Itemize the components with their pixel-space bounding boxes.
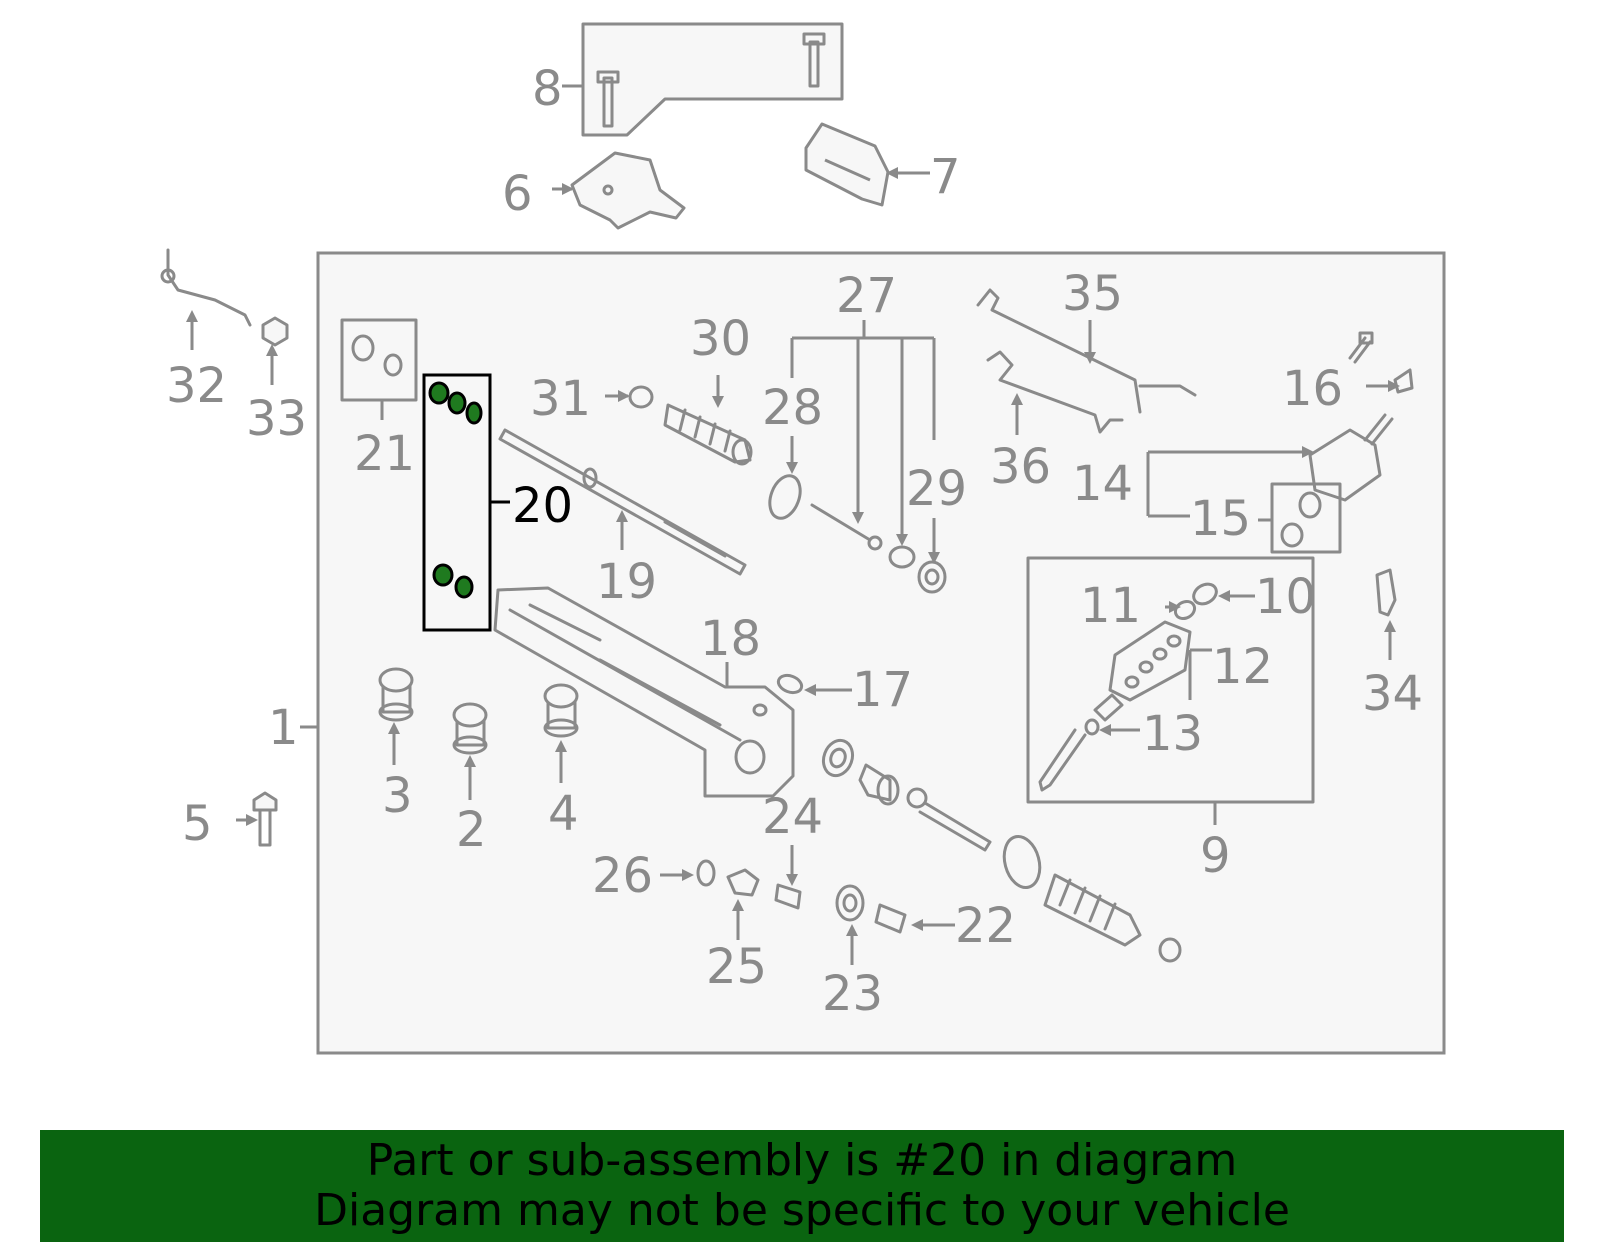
part-31-clamp <box>605 385 654 409</box>
part-17-o-ring <box>776 673 852 696</box>
part-26-o-ring <box>660 859 716 887</box>
part-6-bracket <box>552 151 686 230</box>
callout-10: 10 <box>1255 569 1316 625</box>
callout-29: 29 <box>906 461 967 517</box>
part-inner-tie-rod-group <box>821 738 1182 963</box>
callout-1: 1 <box>268 700 299 756</box>
callout-22: 22 <box>955 898 1016 954</box>
part-23-washer <box>835 884 865 965</box>
banner-line-1: Part or sub-assembly is #20 in diagram <box>366 1135 1238 1186</box>
part-28-ring <box>768 436 883 551</box>
part-29-washer <box>888 518 947 594</box>
part-18-housing <box>493 586 795 798</box>
callout-11: 11 <box>1080 578 1141 634</box>
part-4-bushing <box>543 683 579 783</box>
banner-line-2: Diagram may not be specific to your vehi… <box>314 1185 1290 1236</box>
part-21-bushing-set <box>340 318 418 420</box>
callout-32: 32 <box>166 358 227 414</box>
callout-13: 13 <box>1142 706 1203 762</box>
callout-17: 17 <box>852 662 913 718</box>
callout-27: 27 <box>836 268 897 324</box>
part-19-rack <box>498 428 747 576</box>
callout-30: 30 <box>690 311 751 367</box>
callout-9: 9 <box>1200 828 1231 884</box>
callout-23: 23 <box>822 966 883 1022</box>
info-banner: Part or sub-assembly is #20 in diagram D… <box>40 1130 1564 1242</box>
callout-25: 25 <box>706 939 767 995</box>
callout-31: 31 <box>530 371 591 427</box>
part-27-group <box>790 320 936 546</box>
part-5-bolt <box>236 791 278 847</box>
callout-20: 20 <box>512 478 573 534</box>
part-25-clip <box>726 868 760 940</box>
callout-36: 36 <box>990 439 1051 495</box>
part-2-bushing <box>452 702 488 800</box>
part-30-boot <box>663 375 753 466</box>
part-33-nut <box>261 316 289 385</box>
main-assembly-box <box>316 251 1446 1055</box>
callout-28: 28 <box>762 380 823 436</box>
callout-4: 4 <box>548 786 579 842</box>
callout-3: 3 <box>382 768 413 824</box>
callout-16: 16 <box>1282 361 1343 417</box>
callout-7: 7 <box>930 149 961 205</box>
part-34-fitting <box>1375 568 1397 660</box>
callout-21: 21 <box>354 426 415 482</box>
callout-6: 6 <box>502 166 533 222</box>
callout-15: 15 <box>1190 491 1251 547</box>
part-24-bushing <box>774 845 802 910</box>
part-7-bracket <box>804 122 930 207</box>
callout-12: 12 <box>1212 639 1273 695</box>
callout-35: 35 <box>1062 266 1123 322</box>
callout-2: 2 <box>456 802 487 858</box>
part-3-bushing <box>378 667 414 765</box>
part-36-pipe <box>986 350 1124 435</box>
part-20-seal-kit <box>422 373 510 632</box>
callout-8: 8 <box>532 61 563 117</box>
callout-33: 33 <box>246 391 307 447</box>
callout-26: 26 <box>592 848 653 904</box>
part-8-bracket <box>562 22 844 137</box>
callout-34: 34 <box>1362 666 1423 722</box>
callout-18: 18 <box>700 611 761 667</box>
part-32-tie-rod-end <box>160 248 252 350</box>
callout-24: 24 <box>762 789 823 845</box>
part-9-valve-kit <box>1026 556 1315 825</box>
part-22-bushing <box>874 903 955 934</box>
part-35-pipe <box>976 288 1197 414</box>
callout-19: 19 <box>596 554 657 610</box>
callout-14: 14 <box>1072 456 1133 512</box>
part-15-seal-box <box>1258 482 1342 554</box>
callout-5: 5 <box>182 796 213 852</box>
